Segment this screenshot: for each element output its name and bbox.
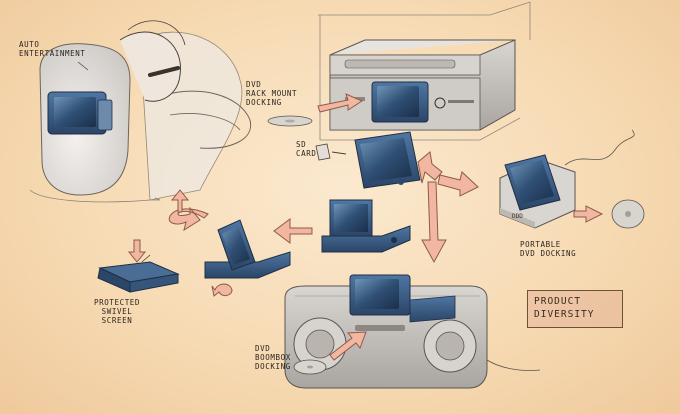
label-line: DVD DOCKING xyxy=(520,249,577,258)
rotate-arrow-top xyxy=(168,206,209,232)
label-rack-mount: DVD RACK MOUNT DOCKING xyxy=(246,80,297,107)
label-line: DVD xyxy=(246,80,262,89)
leader-lines xyxy=(77,61,89,71)
label-sd-card: SD CARD xyxy=(296,140,316,158)
arrow-up-to-auto xyxy=(170,189,190,213)
label-line: RACK MOUNT xyxy=(246,89,298,98)
arrow-disc-to-dock xyxy=(573,205,604,223)
sd-card-illustration xyxy=(315,143,347,161)
label-line: AUTO xyxy=(19,40,40,49)
label-line: DOCKING xyxy=(246,98,282,107)
arrow-left-to-swivel xyxy=(273,218,313,244)
portable-dvd-dock-illustration: DDD xyxy=(499,129,645,229)
label-line: PROTECTED xyxy=(94,298,141,307)
label-line: DOCKING xyxy=(255,362,291,371)
stamp-line: DIVERSITY xyxy=(534,309,595,320)
label-line: SCREEN xyxy=(101,316,133,325)
arrow-to-rack-slot xyxy=(317,93,364,113)
arrow-down-to-closed xyxy=(127,239,147,263)
auto-entertainment-illustration xyxy=(29,20,252,203)
arrow-up-left xyxy=(417,151,443,184)
stamp-line: PRODUCT xyxy=(534,296,582,307)
label-auto-entertainment: AUTO ENTERTAINMENT xyxy=(19,40,86,58)
label-line: ENTERTAINMENT xyxy=(19,49,86,58)
arrow-down xyxy=(421,181,447,264)
product-diversity-box: PRODUCT DIVERSITY xyxy=(527,290,623,328)
label-line: CARD xyxy=(296,149,317,158)
swivel-screen-device xyxy=(204,219,291,279)
portable-player-tilted xyxy=(354,131,421,189)
arrow-to-boombox-slot xyxy=(329,331,367,361)
rack-mount-illustration xyxy=(267,1,531,141)
rotate-arrow-bottom xyxy=(211,283,233,297)
protected-swivel-closed xyxy=(97,254,180,293)
label-line: PORTABLE xyxy=(520,240,561,249)
label-line: SD xyxy=(296,140,307,149)
label-line: BOOMBOX xyxy=(255,353,291,362)
boombox-dock-illustration xyxy=(284,274,541,389)
label-portable-dock: PORTABLE DVD DOCKING xyxy=(520,240,576,258)
label-protected-swivel: PROTECTED SWIVEL SCREEN xyxy=(94,298,140,325)
svg-text:DDD: DDD xyxy=(512,213,523,220)
arrow-right xyxy=(437,171,479,197)
label-line: SWIVEL xyxy=(101,307,133,316)
label-line: DVD xyxy=(255,344,271,353)
portable-player-open xyxy=(321,199,411,253)
label-boombox-dock: DVD BOOMBOX DOCKING xyxy=(255,344,291,371)
flow-arrows xyxy=(127,93,604,361)
